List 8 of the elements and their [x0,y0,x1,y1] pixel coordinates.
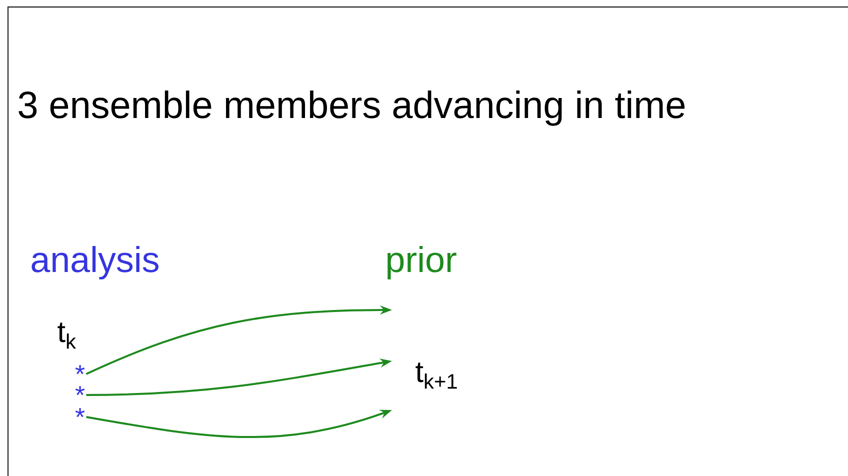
asterisk: * [75,365,85,374]
label: prior [388,246,456,280]
label: analysis [32,246,158,280]
label: t$_{k}$ [58,322,76,349]
label: t$_{k+1}$ [416,362,457,389]
title: 3 ensemble members advancing in time [18,90,685,126]
asterisk: * [75,408,85,418]
asterisk: * [75,386,85,396]
